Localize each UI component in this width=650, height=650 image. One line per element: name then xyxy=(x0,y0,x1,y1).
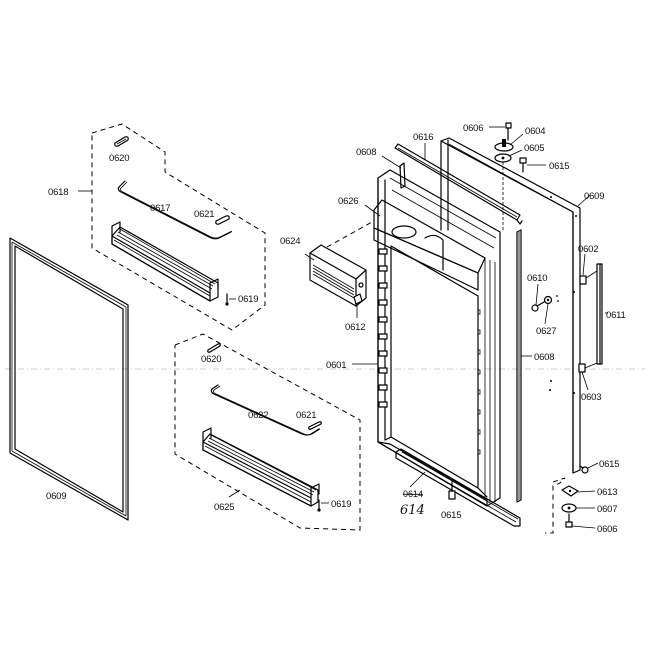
label-0608-right: 0608 xyxy=(534,352,554,363)
label-0619-lower: 0619 xyxy=(331,499,351,510)
label-0607: 0607 xyxy=(597,504,617,515)
outer-door-panel xyxy=(440,137,581,474)
label-0620-upper: 0620 xyxy=(109,153,129,164)
door-shelf-lower xyxy=(202,427,320,507)
label-0616: 0616 xyxy=(413,132,433,143)
label-0618: 0618 xyxy=(48,187,68,198)
bottom-trim-strip-0614 xyxy=(395,448,521,527)
label-0606-top: 0606 xyxy=(463,123,483,134)
label-0615-bottom: 0615 xyxy=(441,510,461,521)
label-0619-upper: 0619 xyxy=(238,294,258,305)
screw-0615-bottom xyxy=(448,481,456,500)
shelf-clip-0621-lower xyxy=(308,421,322,430)
label-0621-lower: 0621 xyxy=(296,410,316,421)
hinge-bushing-0604 xyxy=(494,139,514,152)
shelf-rail-0622 xyxy=(210,384,321,436)
door-shelf-upper xyxy=(111,221,219,302)
label-0615-right: 0615 xyxy=(599,459,619,470)
handle-cap-0602 xyxy=(579,270,598,285)
side-strip-0608-top xyxy=(381,155,406,189)
hinge-screw-0606-top xyxy=(505,122,512,141)
label-0620-lower: 0620 xyxy=(201,354,221,365)
dispenser-cover-0624 xyxy=(309,244,367,307)
label-0605: 0605 xyxy=(524,143,544,154)
screw-0615-right xyxy=(579,465,589,474)
door-gasket xyxy=(9,237,129,521)
label-0609-gasket: 0609 xyxy=(46,491,66,502)
screw-0619-upper xyxy=(225,293,229,306)
label-0625: 0625 xyxy=(214,502,234,513)
label-0626: 0626 xyxy=(338,196,358,207)
label-0627: 0627 xyxy=(536,326,556,337)
label-0606-bottom: 0606 xyxy=(597,524,617,535)
screw-0615-top xyxy=(519,157,527,173)
label-0614-handwritten: 614 xyxy=(400,503,425,518)
shelf-clip-0620-upper xyxy=(114,136,129,147)
label-0614-struck: 0614 xyxy=(403,489,423,499)
hinge-bushing-0607 xyxy=(561,503,577,513)
screw-0610 xyxy=(531,301,545,312)
label-0601: 0601 xyxy=(326,360,346,371)
label-0604: 0604 xyxy=(525,126,545,137)
label-0622: 0622 xyxy=(248,410,268,421)
shelf-support-tabs xyxy=(378,248,388,408)
label-0611: 0611 xyxy=(606,310,626,321)
liner-right-notches xyxy=(477,309,481,455)
label-0613: 0613 xyxy=(597,487,617,498)
hinge-group-boundary xyxy=(545,477,566,534)
lower-shelf-kit-boundary xyxy=(174,333,361,531)
label-0609-panel: 0609 xyxy=(584,191,604,202)
shelf-clip-0621-upper xyxy=(215,215,230,225)
upper-shelf-kit-boundary xyxy=(91,123,266,331)
hinge-washer-0605 xyxy=(494,153,512,163)
hinge-plate-0613 xyxy=(561,485,579,497)
washer-0627 xyxy=(543,295,559,305)
inner-door-liner xyxy=(373,169,501,507)
hinge-screw-0606-bottom xyxy=(565,513,573,528)
side-trim-strip-0608 xyxy=(516,229,522,503)
label-0621-upper: 0621 xyxy=(194,209,214,220)
handle-cap-0603 xyxy=(578,362,598,373)
label-0610: 0610 xyxy=(527,273,547,284)
label-0602: 0602 xyxy=(578,244,598,255)
label-0624: 0624 xyxy=(280,236,300,247)
label-0603: 0603 xyxy=(581,392,601,403)
top-trim-strip-0616 xyxy=(394,143,523,225)
label-0612: 0612 xyxy=(345,322,365,333)
label-0617: 0617 xyxy=(150,203,170,214)
dispenser-pin-0612 xyxy=(353,293,363,305)
screw-0619-lower xyxy=(317,499,321,512)
shelf-rail-0617 xyxy=(117,180,233,240)
label-0615-top: 0615 xyxy=(549,161,569,172)
door-handle-0611 xyxy=(596,263,603,365)
label-0608-top: 0608 xyxy=(356,147,376,158)
shelf-clip-0620-lower xyxy=(207,343,221,353)
